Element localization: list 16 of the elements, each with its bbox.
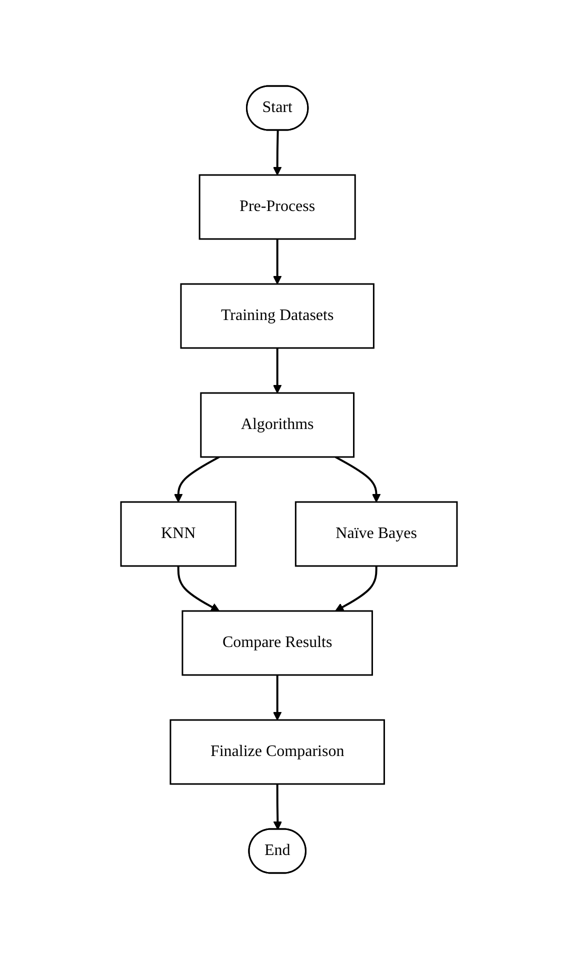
arrow [334, 456, 381, 502]
arrow [177, 566, 220, 612]
node-box: Training Datasets [180, 283, 374, 349]
node-box: KNN [120, 501, 236, 567]
arrow [273, 784, 282, 830]
arrow [335, 566, 378, 612]
arrow [272, 675, 282, 720]
arrow [272, 239, 282, 284]
arrow [272, 348, 282, 394]
node-box: Finalize Comparison [170, 719, 385, 785]
node-box: Naïve Bayes [294, 501, 458, 567]
arrow [174, 456, 220, 502]
node-box: Pre-Process [198, 174, 356, 240]
node-box: Algorithms [200, 392, 355, 458]
node-box: Compare Results [182, 610, 373, 676]
arrow [272, 130, 282, 176]
